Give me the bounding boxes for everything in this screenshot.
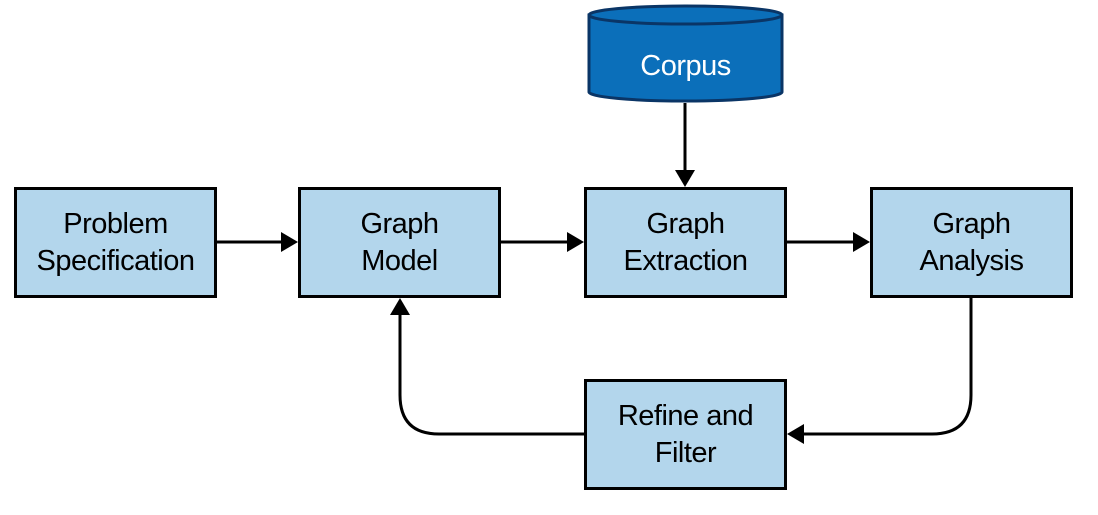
edge-corpus-to-extraction bbox=[675, 103, 695, 187]
edge-refine-to-model bbox=[390, 298, 584, 436]
model-line2: Model bbox=[361, 244, 438, 277]
analysis-line1: Graph bbox=[932, 207, 1011, 240]
analysis-line2: Analysis bbox=[919, 244, 1025, 277]
extraction-line1: Graph bbox=[646, 207, 725, 240]
extraction-line2: Extraction bbox=[623, 244, 748, 277]
refine-line2: Filter bbox=[654, 436, 717, 469]
refine-line1: Refine and bbox=[617, 399, 754, 432]
edge-problem-to-model bbox=[217, 232, 298, 252]
corpus-label: Corpus bbox=[640, 49, 731, 82]
edge-analysis-to-refine bbox=[787, 298, 973, 444]
problem-line2: Specification bbox=[36, 244, 195, 277]
edge-extraction-to-analysis bbox=[787, 232, 870, 252]
graph-analysis-node: Graph Analysis bbox=[870, 187, 1073, 298]
problem-specification-node: Problem Specification bbox=[14, 187, 217, 298]
edge-model-to-extraction bbox=[501, 232, 584, 252]
graph-model-node: Graph Model bbox=[298, 187, 501, 298]
corpus-database-icon bbox=[587, 4, 784, 103]
refine-and-filter-node: Refine and Filter bbox=[584, 379, 787, 490]
model-line1: Graph bbox=[360, 207, 439, 240]
problem-line1: Problem bbox=[63, 207, 168, 240]
graph-extraction-node: Graph Extraction bbox=[584, 187, 787, 298]
